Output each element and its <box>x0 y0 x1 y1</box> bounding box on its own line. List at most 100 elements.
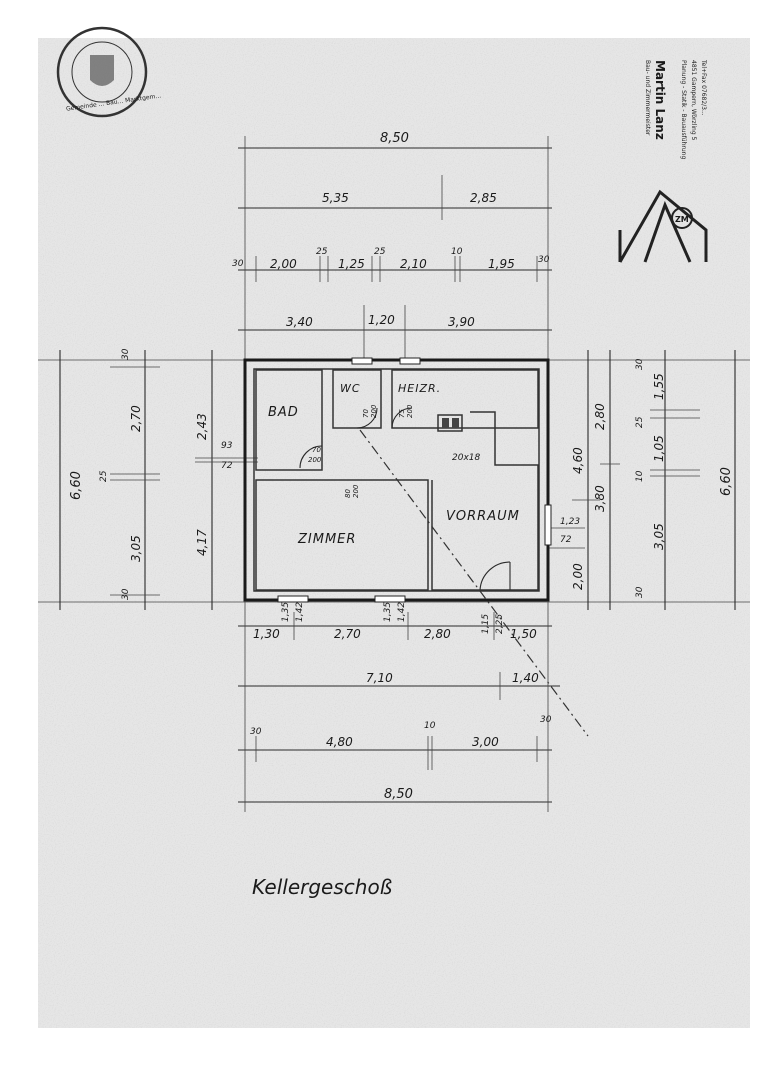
company-line-1: Bau- und Zimmermeister <box>644 60 651 136</box>
dim-bot-480: 4,80 <box>326 735 353 749</box>
dim-bot-overall: 8,50 <box>384 787 413 802</box>
room-label-vorraum: VORRAUM <box>446 509 520 524</box>
dim-bot-280: 2,80 <box>424 627 451 641</box>
dim-top-125: 1,25 <box>338 257 365 271</box>
door-heiz-h: 200 <box>406 404 414 418</box>
dim-right-305: 3,05 <box>652 523 666 550</box>
bottom-dimensions: 1,30 1,35 1,42 2,70 1,35 1,42 2,80 1,15 … <box>238 602 560 812</box>
flue-2 <box>452 418 459 428</box>
door-wc-h: 200 <box>370 404 378 418</box>
dim-bot-300: 3,00 <box>472 735 499 749</box>
dim-left-25: 25 <box>99 470 109 482</box>
dim-top-340: 3,40 <box>286 315 313 329</box>
room-label-zimmer: ZIMMER <box>297 532 356 547</box>
door-heizraum <box>391 407 413 429</box>
company-line-4: 4851 Gampern, Wörzling 5 <box>690 60 697 141</box>
dim-right-280: 2,80 <box>593 403 607 430</box>
room-heizraum <box>391 369 539 429</box>
flue-1 <box>442 418 449 428</box>
dim-right-30b: 30 <box>635 586 645 598</box>
dim-left-72: 72 <box>221 461 233 471</box>
room-label-heizr: HEIZR. <box>398 382 441 395</box>
dim-bot-135b: 1,35 <box>383 602 393 622</box>
dim-top-10: 10 <box>451 247 463 257</box>
dim-right-30a: 30 <box>635 358 645 370</box>
window-wc <box>351 357 373 365</box>
dim-left-270: 2,70 <box>129 405 143 432</box>
dim-left-overall: 6,60 <box>69 471 84 500</box>
dim-top-200: 2,00 <box>270 257 297 271</box>
dim-bot-710: 7,10 <box>366 671 393 685</box>
logo-text: ZM <box>675 215 689 224</box>
top-dimensions: 8,50 5,35 2,85 30 2,00 25 1,25 25 2,10 1… <box>232 131 552 360</box>
right-dimensions: 4,60 2,00 2,80 3,80 1,23 72 30 1,55 25 1… <box>548 350 736 610</box>
dim-bot-142b: 1,42 <box>397 602 407 622</box>
door-bad <box>299 445 323 469</box>
dim-top-195: 1,95 <box>488 257 515 271</box>
dim-top-390: 3,90 <box>448 315 475 329</box>
door-bad-w: 70 <box>312 446 321 454</box>
dim-top-30a: 30 <box>232 259 244 269</box>
dim-right-72: 72 <box>560 535 572 545</box>
door-zim-h: 200 <box>352 484 360 498</box>
dim-bot-270: 2,70 <box>334 627 361 641</box>
dim-top-30b: 30 <box>538 255 550 265</box>
dim-bot-135a: 1,35 <box>281 602 291 622</box>
window-zimmer-2 <box>374 595 406 603</box>
dim-bot-130: 1,30 <box>253 627 280 641</box>
dim-bot-30a: 30 <box>250 727 262 737</box>
dim-left-30a: 30 <box>121 348 131 360</box>
dim-top-25a: 25 <box>316 247 328 257</box>
dim-right-overall: 6,60 <box>719 467 734 496</box>
window-zimmer-1 <box>277 595 309 603</box>
door-wc <box>356 407 378 429</box>
dim-left-93: 93 <box>221 441 233 451</box>
window-heizraum <box>399 357 421 365</box>
dim-right-25: 25 <box>635 416 645 428</box>
dim-top-535: 5,35 <box>322 191 349 205</box>
copy-grain <box>38 38 750 1028</box>
floor-plan: 20x18 BAD WC HEIZR. ZIMMER VORRAUM 70 20… <box>243 357 589 737</box>
dim-right-460: 4,60 <box>571 447 585 474</box>
plan-title: Kellergeschoß <box>252 875 392 899</box>
window-vorraum <box>544 504 552 546</box>
door-bad-h: 200 <box>308 456 322 464</box>
chimney <box>437 414 463 432</box>
room-bad <box>255 369 323 471</box>
dim-bot-225: 2,25 <box>495 614 505 634</box>
house-logo-icon: ZM <box>618 189 708 263</box>
dim-right-123: 1,23 <box>560 517 580 527</box>
coat-of-arms-icon <box>90 55 114 86</box>
company-stamp: Bau- und Zimmermeister Martin Lanz Planu… <box>618 59 708 263</box>
dim-bot-10: 10 <box>424 721 436 731</box>
dim-bot-30b: 30 <box>540 715 552 725</box>
dim-left-243: 2,43 <box>195 413 209 440</box>
room-label-bad: BAD <box>268 405 299 420</box>
dim-top-120: 1,20 <box>368 313 395 327</box>
dim-right-155: 1,55 <box>652 373 666 400</box>
company-name: Martin Lanz <box>653 60 667 140</box>
room-vorraum <box>431 411 539 591</box>
left-dimensions: 6,60 30 2,70 25 3,05 30 2,43 4,17 93 72 <box>59 348 258 610</box>
dim-top-285: 2,85 <box>470 191 497 205</box>
company-line-3: Planung - Statik - Bauausführung <box>680 60 687 159</box>
door-heiz-w: 75 <box>398 409 406 418</box>
dim-bot-140: 1,40 <box>512 671 539 685</box>
door-entrance <box>479 561 511 591</box>
dim-right-200: 2,00 <box>571 563 585 590</box>
room-zimmer <box>255 479 429 591</box>
dim-right-380: 3,80 <box>593 485 607 512</box>
dim-bot-115: 1,15 <box>481 614 491 634</box>
dim-right-10: 10 <box>635 470 645 482</box>
room-label-wc: WC <box>340 382 361 395</box>
chimney-label: 20x18 <box>452 453 481 463</box>
dim-top-25b: 25 <box>374 247 386 257</box>
dim-left-417: 4,17 <box>195 529 209 556</box>
door-zim-w: 80 <box>344 489 352 498</box>
dim-bot-150: 1,50 <box>510 627 537 641</box>
dim-top-overall: 8,50 <box>380 131 409 146</box>
diagonal-axis-line <box>359 429 589 737</box>
dim-bot-142a: 1,42 <box>295 602 305 622</box>
company-line-5: Tel+Fax 07682/3... <box>700 59 707 116</box>
